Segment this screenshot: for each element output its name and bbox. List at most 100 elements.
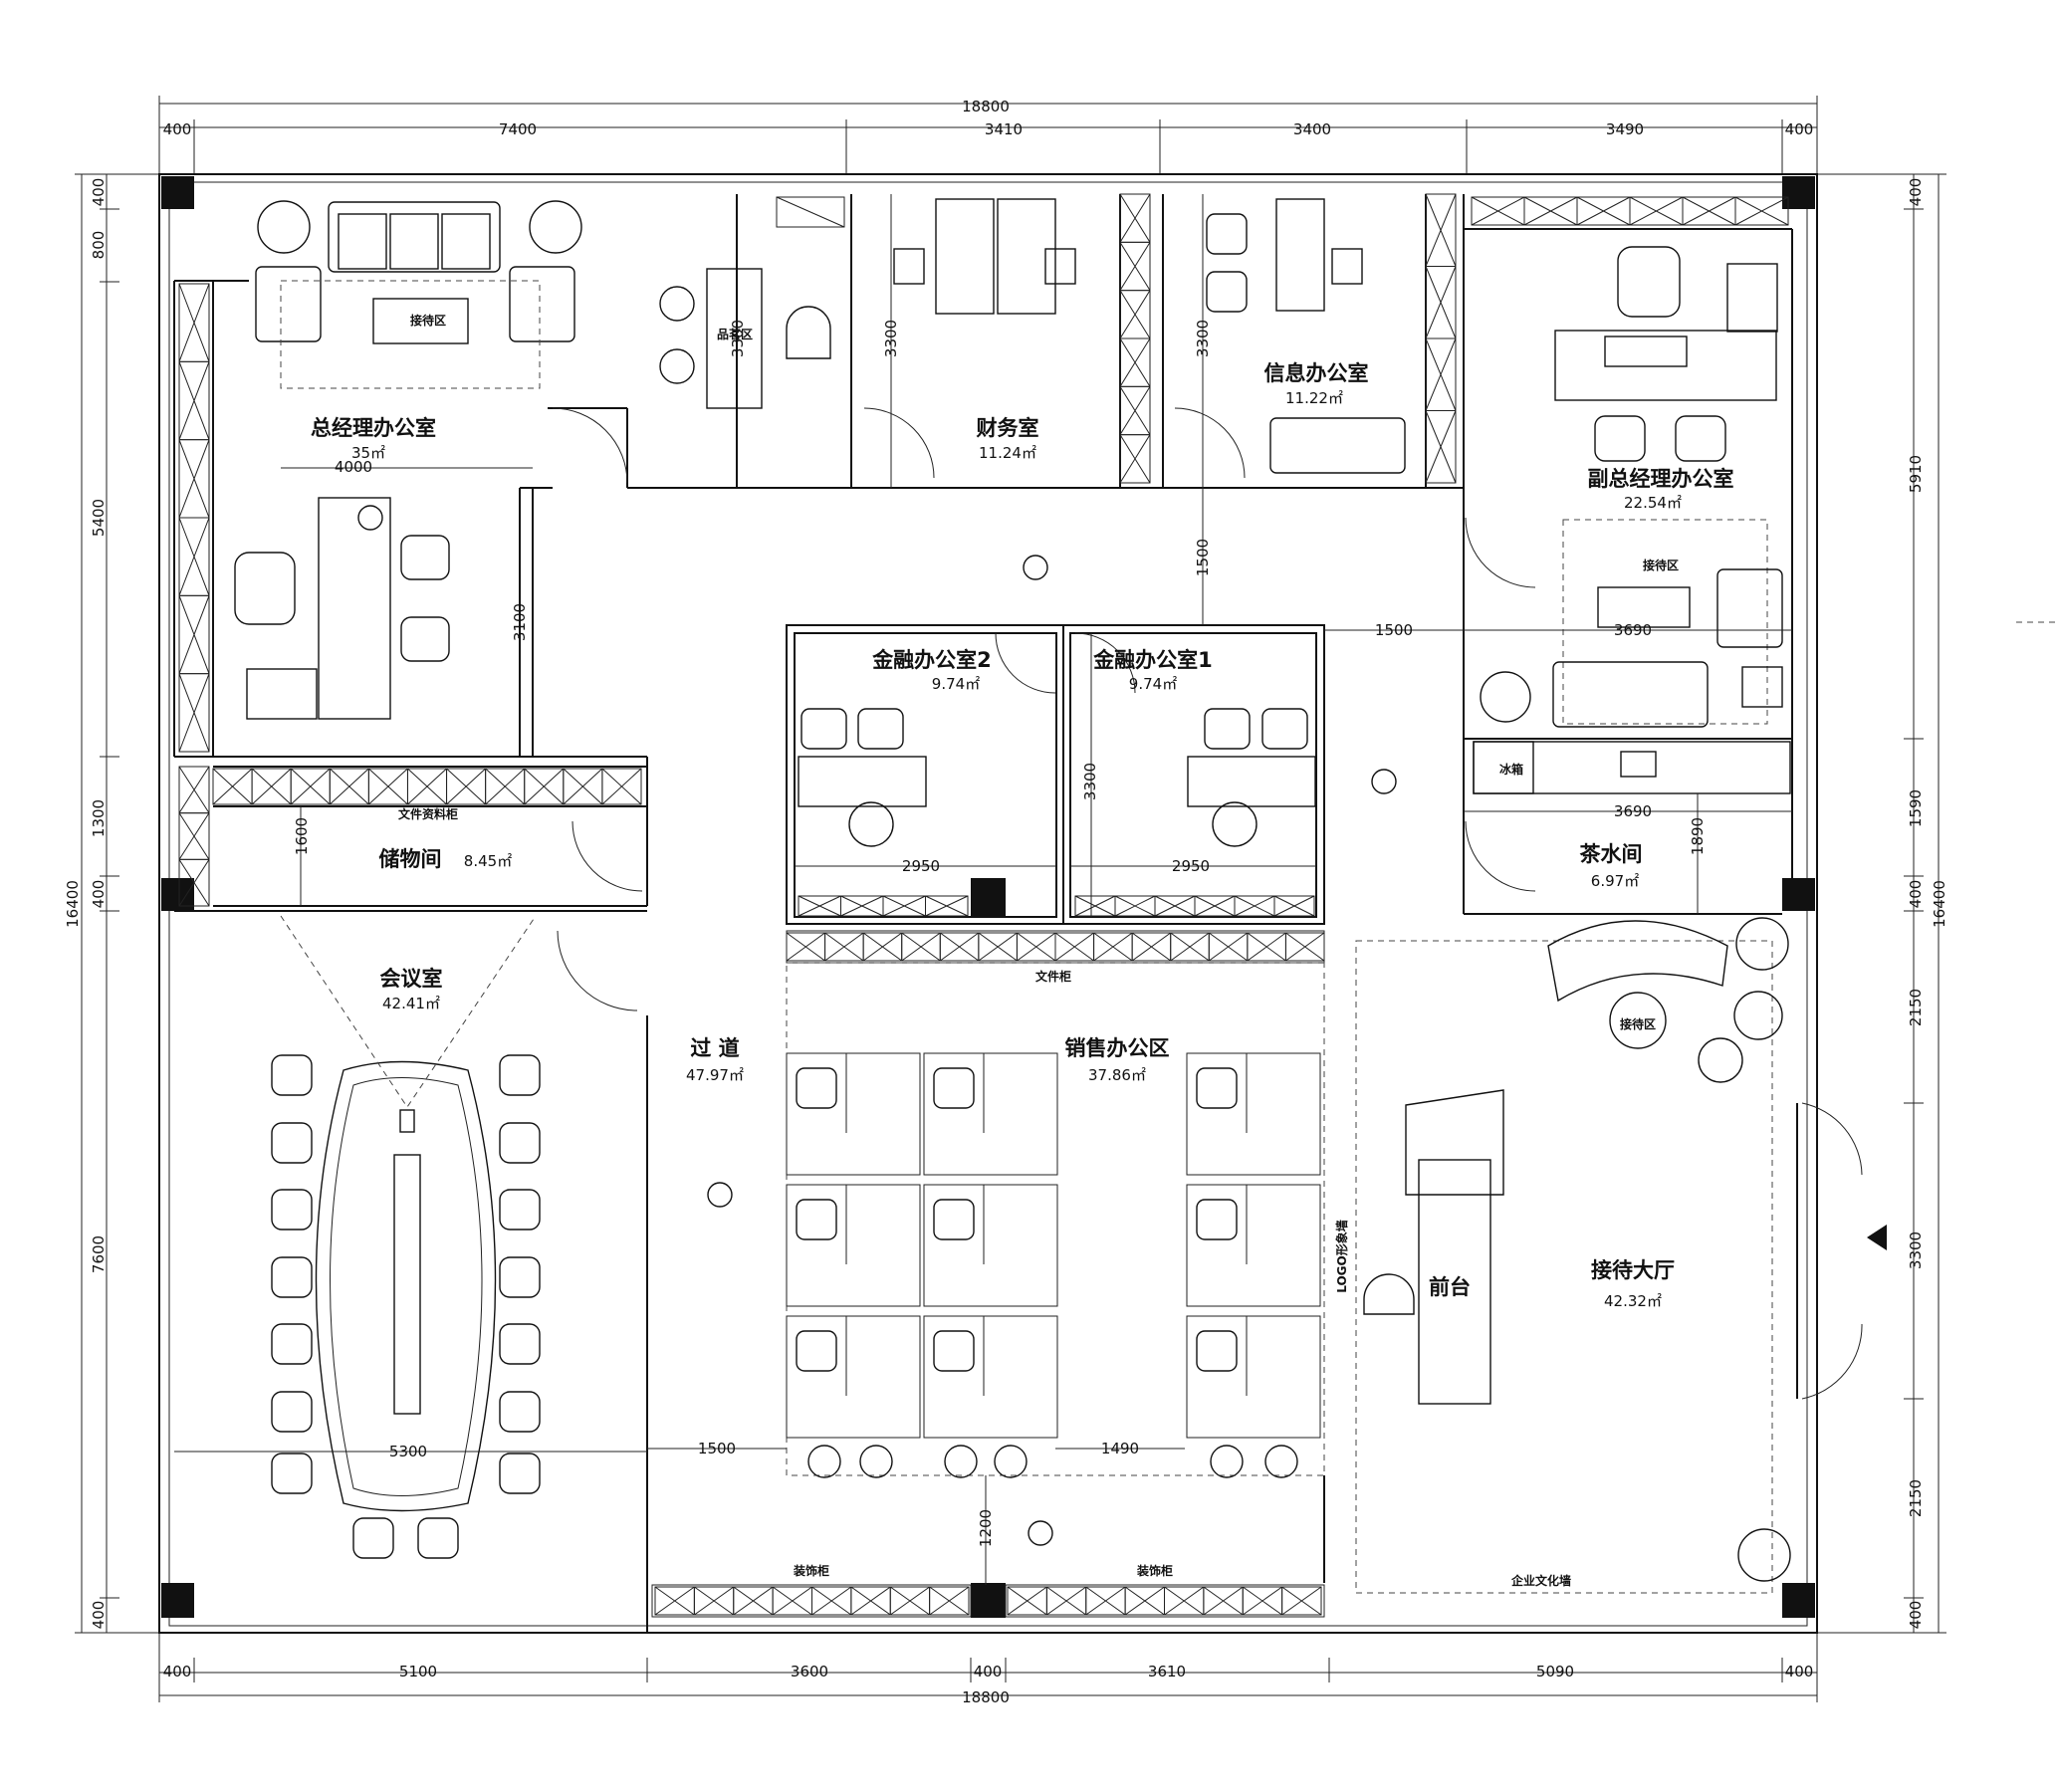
cabinets bbox=[178, 193, 1789, 1616]
dim-bottom-total: 18800 bbox=[962, 1688, 1010, 1706]
dimension-labels: 18800 400 7400 3410 3400 3490 400 18800 … bbox=[64, 98, 1948, 1706]
dim-left-1: 400 bbox=[90, 178, 108, 207]
column bbox=[161, 1583, 194, 1618]
dim-tea-h: 1890 bbox=[1689, 817, 1707, 855]
dim-right-total: 16400 bbox=[1931, 880, 1948, 928]
info-name: 信息办公室 bbox=[1264, 361, 1369, 385]
vgm-office-name: 副总经理办公室 bbox=[1588, 467, 1734, 491]
dim-left-3: 5400 bbox=[90, 499, 108, 537]
dim-storage-h: 1600 bbox=[293, 817, 311, 855]
finance-area: 11.24㎡ bbox=[979, 444, 1036, 462]
dim-tasting-h: 3300 bbox=[729, 320, 747, 357]
plant-icon bbox=[1480, 671, 1531, 723]
meeting-area: 42.41㎡ bbox=[382, 995, 440, 1012]
fin1-area: 9.74㎡ bbox=[1129, 675, 1177, 693]
dim-fin1-w: 2950 bbox=[1172, 857, 1210, 875]
deco-left-label: 装饰柜 bbox=[793, 1563, 829, 1578]
storage-name: 储物间 bbox=[379, 847, 442, 871]
dim-bottom-2: 5100 bbox=[399, 1663, 437, 1680]
dim-corridor-v: 1500 bbox=[1194, 539, 1212, 576]
column bbox=[1782, 878, 1815, 911]
dim-right-1: 400 bbox=[1907, 178, 1925, 207]
dim-top-5: 3490 bbox=[1606, 120, 1644, 138]
dim-sales-gap: 1490 bbox=[1101, 1440, 1139, 1457]
dim-bottom-gap: 1200 bbox=[977, 1509, 995, 1547]
finance-name: 财务室 bbox=[977, 416, 1039, 440]
person-icon bbox=[1371, 769, 1397, 794]
sales-area: 37.86㎡ bbox=[1088, 1066, 1146, 1084]
gm-office-name: 总经理办公室 bbox=[311, 416, 436, 440]
dim-info-h: 3300 bbox=[1194, 320, 1212, 357]
dim-top-4: 3400 bbox=[1293, 120, 1331, 138]
dim-bottom-6: 5090 bbox=[1536, 1663, 1574, 1680]
person-icon bbox=[707, 1182, 733, 1208]
dim-tea-w: 3690 bbox=[1614, 802, 1652, 820]
dim-corridor-h: 1500 bbox=[1375, 621, 1413, 639]
gm-office-area: 35㎡ bbox=[351, 444, 385, 462]
gm-reception-label: 接待区 bbox=[410, 313, 446, 328]
column bbox=[1782, 1583, 1815, 1618]
meeting-name: 会议室 bbox=[380, 967, 443, 991]
dim-finance-office-h: 3300 bbox=[1081, 763, 1099, 800]
dim-top-1: 400 bbox=[163, 120, 192, 138]
dim-right-5: 2150 bbox=[1907, 989, 1925, 1026]
doors bbox=[552, 407, 1887, 1400]
lobby-area: 42.32㎡ bbox=[1604, 1292, 1662, 1310]
storage-area: 8.45㎡ bbox=[464, 852, 512, 870]
dim-right-3: 1590 bbox=[1907, 789, 1925, 827]
dim-passage-w: 1500 bbox=[698, 1440, 736, 1457]
dim-meeting-w: 5300 bbox=[389, 1443, 427, 1460]
dim-top-total: 18800 bbox=[962, 98, 1010, 115]
info-area: 11.22㎡ bbox=[1285, 389, 1343, 407]
dim-left-2: 800 bbox=[90, 231, 108, 260]
fin2-area: 9.74㎡ bbox=[932, 675, 980, 693]
column bbox=[1782, 176, 1815, 209]
lobby-name: 接待大厅 bbox=[1591, 1258, 1675, 1282]
dim-left-4: 1300 bbox=[90, 799, 108, 837]
tasting-label: 品茗区 bbox=[717, 327, 753, 341]
people-icons bbox=[707, 555, 1397, 1546]
dim-left-5: 400 bbox=[90, 880, 108, 909]
front-desk-label: 前台 bbox=[1429, 1275, 1471, 1299]
plant-icon bbox=[1735, 917, 1789, 971]
plant-icon bbox=[1737, 1528, 1791, 1582]
dim-left-7: 400 bbox=[90, 1601, 108, 1630]
dim-right-2: 5910 bbox=[1907, 455, 1925, 493]
dim-gm-depth: 3100 bbox=[511, 603, 529, 641]
sales-cabinet-label: 文件柜 bbox=[1035, 969, 1071, 984]
passage-name: 过 道 bbox=[690, 1036, 739, 1060]
dim-bottom-7: 400 bbox=[1785, 1663, 1814, 1680]
dim-bottom-5: 3610 bbox=[1148, 1663, 1186, 1680]
dim-right-4: 400 bbox=[1907, 880, 1925, 909]
fin2-name: 金融办公室2 bbox=[871, 648, 992, 672]
passage-area: 47.97㎡ bbox=[686, 1066, 744, 1084]
sales-name: 销售办公区 bbox=[1065, 1036, 1170, 1060]
vgm-office-area: 22.54㎡ bbox=[1624, 494, 1682, 512]
furniture bbox=[234, 198, 1791, 1582]
culture-wall-label: 企业文化墙 bbox=[1510, 1573, 1571, 1588]
interior-walls bbox=[173, 194, 1818, 1633]
dim-right-6: 3300 bbox=[1907, 1232, 1925, 1269]
tea-name: 茶水间 bbox=[1580, 842, 1643, 866]
plant-icon bbox=[529, 200, 582, 254]
room-labels: 接待区 品茗区 总经理办公室 35㎡ 财务室 11.24㎡ 信息办公室 11.2… bbox=[311, 313, 1734, 1588]
file-cabinet-label: 文件资料柜 bbox=[398, 806, 458, 821]
dim-bottom-3: 3600 bbox=[791, 1663, 828, 1680]
inner-dimensions: 4000 3100 3300 3300 3300 1500 1500 3300 … bbox=[174, 194, 1792, 1585]
lobby-reception-label: 接待区 bbox=[1620, 1016, 1656, 1031]
fridge-label: 冰箱 bbox=[1499, 762, 1523, 777]
dim-right-8: 400 bbox=[1907, 1601, 1925, 1630]
logo-wall-label: LOGO形象墙 bbox=[1334, 1220, 1349, 1292]
dim-top-6: 400 bbox=[1785, 120, 1814, 138]
fin1-name: 金融办公室1 bbox=[1092, 648, 1213, 672]
person-icon bbox=[1023, 555, 1048, 580]
dim-top-3: 3410 bbox=[985, 120, 1023, 138]
vgm-reception-label: 接待区 bbox=[1643, 558, 1679, 572]
dim-fin2-w: 2950 bbox=[902, 857, 940, 875]
deco-right-label: 装饰柜 bbox=[1136, 1563, 1173, 1578]
person-icon bbox=[1028, 1520, 1053, 1546]
dim-bottom-4: 400 bbox=[974, 1663, 1003, 1680]
dim-finance-h: 3300 bbox=[882, 320, 900, 357]
column bbox=[161, 176, 194, 209]
